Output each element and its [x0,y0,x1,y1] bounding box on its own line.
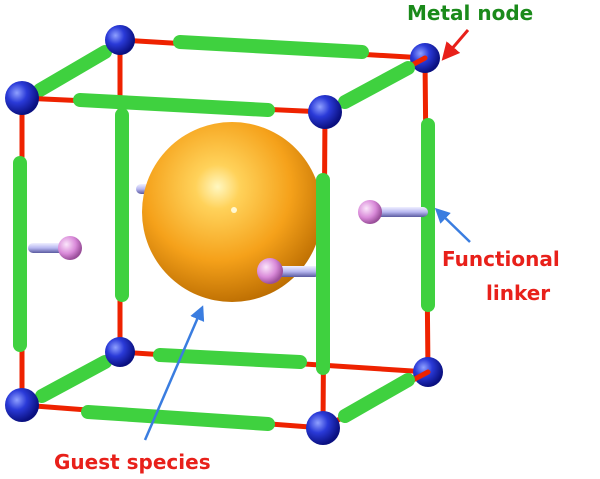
metal-node-label: Metal node [407,1,534,25]
guest-species-arrow [143,305,205,441]
metal-node [105,25,135,55]
metal-node [5,81,39,115]
front-metal-nodes [5,81,342,445]
metal-node [306,411,340,445]
functional-group-front [257,258,320,284]
back-linker-bars [33,35,435,403]
front-linker-bars [13,61,415,431]
functional-group-left [28,236,82,260]
functional-group-right [358,200,428,224]
functional-linker-arrow [434,207,471,243]
functional-linker-label-line2: linker [486,281,551,305]
metal-node [5,388,39,422]
metal-node-arrow [441,29,470,61]
functional-linker-label-line1: Functional [442,247,560,271]
metal-node [105,337,135,367]
guest-species-label: Guest species [54,450,211,474]
metal-node [308,95,342,129]
